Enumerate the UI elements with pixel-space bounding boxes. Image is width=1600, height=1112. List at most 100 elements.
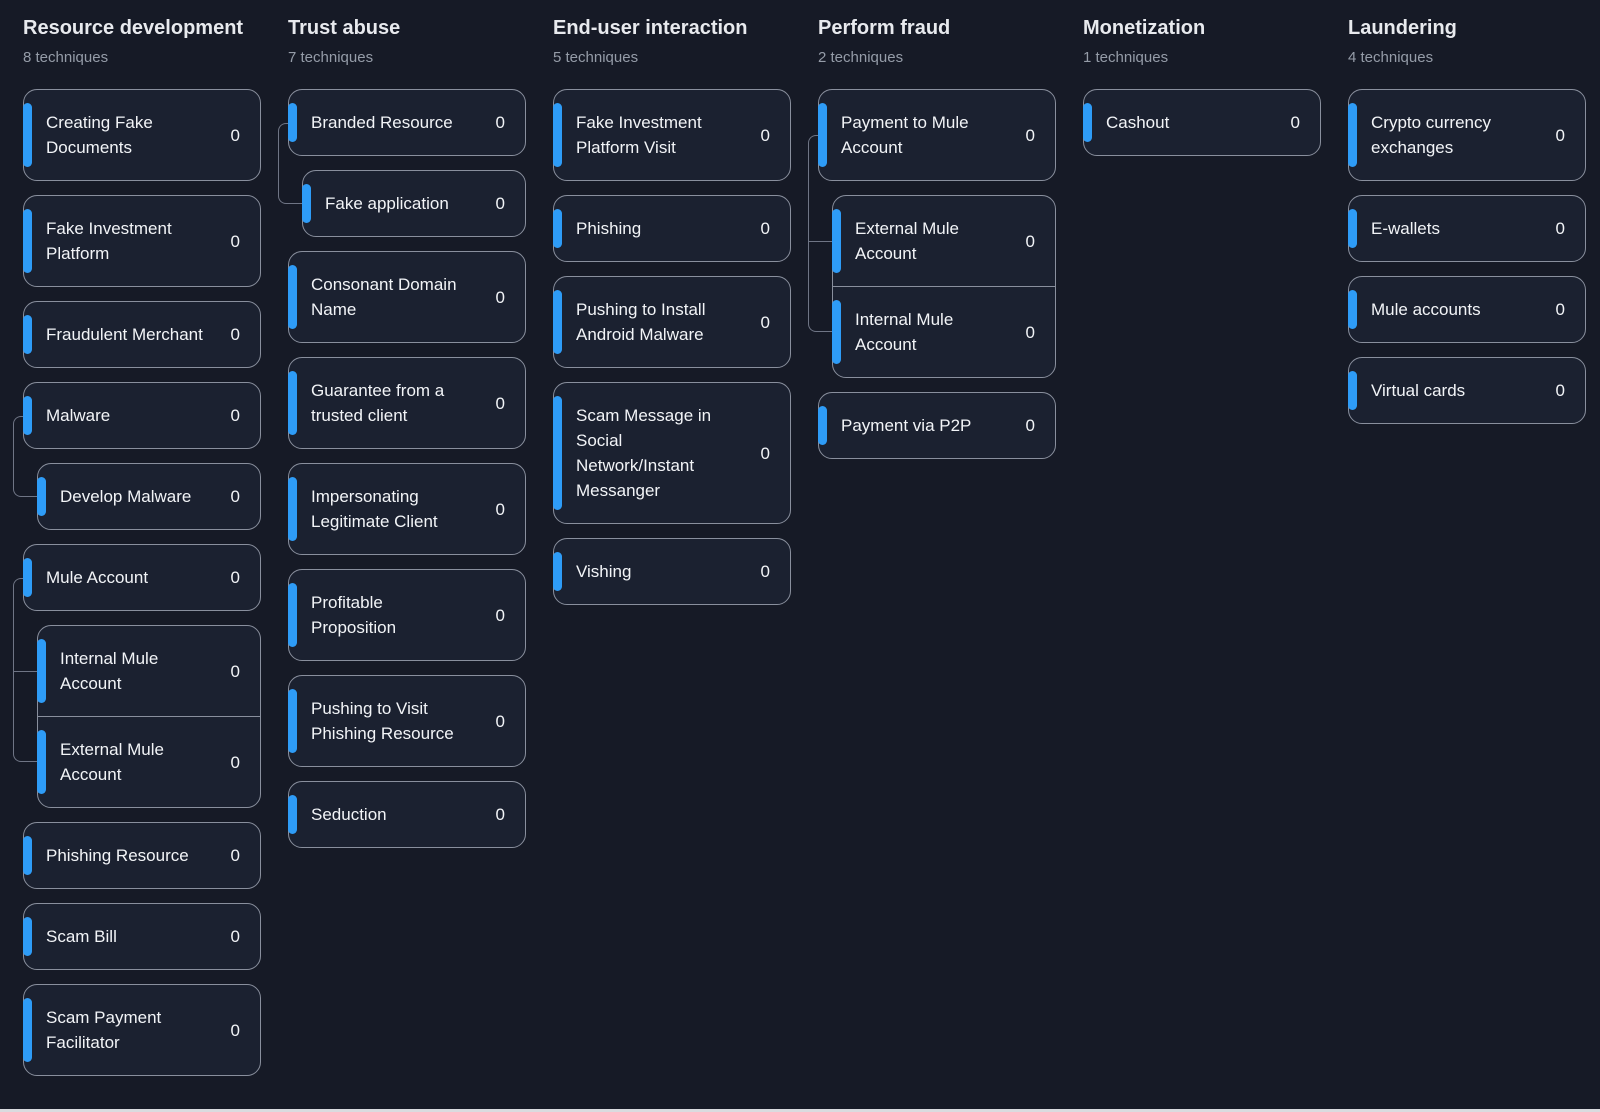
technique-label: Consonant Domain Name	[311, 275, 457, 319]
technique-label: Scam Bill	[46, 927, 117, 946]
technique-card-internal-mule-account[interactable]: Internal Mule Account 0	[37, 626, 260, 716]
technique-card-fraudulent-merchant[interactable]: Fraudulent Merchant 0	[23, 301, 261, 368]
technique-accent-bar	[1348, 371, 1357, 410]
technique-count: 0	[495, 113, 505, 132]
technique-count: 0	[495, 711, 505, 731]
technique-count: 0	[1290, 113, 1300, 132]
technique-accent-bar	[302, 184, 311, 223]
technique-label: Malware	[46, 406, 111, 425]
column-title: Perform fraud	[818, 17, 951, 39]
technique-card-malware[interactable]: Malware 0	[23, 382, 261, 449]
technique-card-virtual-cards[interactable]: Virtual cards 0	[1348, 357, 1586, 424]
technique-label: Mule accounts	[1371, 300, 1481, 319]
technique-label: Pushing to Install Android Malware	[576, 300, 706, 344]
technique-count: 0	[760, 219, 770, 238]
column-title: End-user interaction	[553, 17, 748, 39]
technique-count: 0	[230, 661, 240, 681]
technique-accent-bar	[37, 730, 46, 794]
column-title: Resource development	[23, 17, 244, 39]
technique-accent-bar	[288, 583, 297, 647]
column-technique-count: 2 techniques	[818, 49, 904, 66]
technique-card-creating-fake-documents[interactable]: Creating Fake Documents 0	[23, 89, 261, 181]
technique-label: Scam Payment Facilitator	[46, 1008, 162, 1052]
technique-count: 0	[1025, 231, 1035, 251]
technique-label: Payment to Mule Account	[841, 113, 969, 157]
horizontal-scrollbar[interactable]	[0, 1109, 1600, 1112]
technique-accent-bar	[553, 209, 562, 248]
technique-count: 0	[1555, 381, 1565, 400]
technique-card-scam-message-in-social-network-instant-messanger[interactable]: Scam Message in Social Network/Instant M…	[553, 382, 791, 524]
technique-accent-bar	[23, 396, 32, 435]
technique-accent-bar	[832, 209, 841, 273]
technique-label: Virtual cards	[1371, 381, 1466, 400]
technique-label: Vishing	[576, 562, 632, 581]
technique-label: Phishing Resource	[46, 846, 189, 865]
technique-label: Pushing to Visit Phishing Resource	[311, 699, 454, 743]
technique-count: 0	[495, 605, 505, 625]
technique-accent-bar	[1348, 209, 1357, 248]
technique-count: 0	[495, 194, 505, 213]
technique-accent-bar	[818, 406, 827, 445]
technique-label: Internal Mule Account	[60, 649, 159, 693]
technique-accent-bar	[23, 998, 32, 1062]
technique-label: Impersonating Legitimate Client	[311, 487, 438, 531]
subtechnique-connector-line	[808, 233, 833, 332]
technique-accent-bar	[553, 103, 562, 167]
technique-label: Creating Fake Documents	[46, 113, 153, 157]
technique-count: 0	[230, 846, 240, 865]
technique-accent-bar	[288, 371, 297, 435]
technique-label: Mule Account	[46, 568, 149, 587]
technique-accent-bar	[23, 315, 32, 354]
technique-accent-bar	[288, 103, 297, 142]
technique-accent-bar	[288, 795, 297, 834]
technique-card-cashout[interactable]: Cashout 0	[1083, 89, 1321, 156]
technique-label: Guarantee from a trusted client	[311, 381, 445, 425]
technique-count: 0	[230, 325, 240, 344]
technique-count: 0	[230, 568, 240, 587]
technique-accent-bar	[1083, 103, 1092, 142]
technique-label: Fraudulent Merchant	[46, 325, 203, 344]
technique-card-scam-payment-facilitator[interactable]: Scam Payment Facilitator 0	[23, 984, 261, 1076]
technique-card-phishing-resource[interactable]: Phishing Resource 0	[23, 822, 261, 889]
technique-accent-bar	[1348, 103, 1357, 167]
technique-card-mule-account[interactable]: Mule Account 0	[23, 544, 261, 611]
technique-label: Cashout	[1106, 113, 1170, 132]
technique-count: 0	[230, 125, 240, 145]
technique-accent-bar	[1348, 290, 1357, 329]
column-technique-count: 5 techniques	[553, 49, 639, 66]
technique-accent-bar	[23, 103, 32, 167]
technique-accent-bar	[37, 477, 46, 516]
technique-accent-bar	[37, 639, 46, 703]
technique-count: 0	[230, 1020, 240, 1040]
technique-card-pushing-to-visit-phishing-resource[interactable]: Pushing to Visit Phishing Resource 0	[288, 675, 526, 767]
technique-count: 0	[230, 406, 240, 425]
